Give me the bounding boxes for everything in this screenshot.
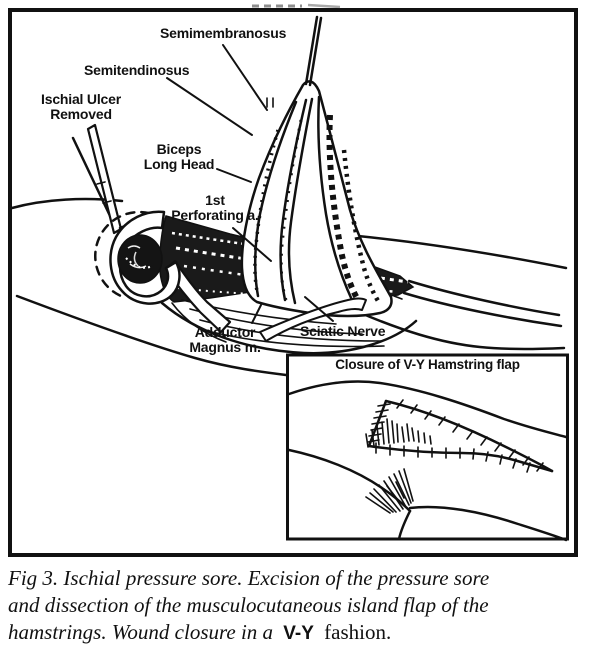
inset-suture-lines xyxy=(365,399,554,473)
label-perforating-line2: Perforating a. xyxy=(171,207,259,223)
ischial-ulcer-wound xyxy=(117,234,163,284)
figure-frame xyxy=(8,8,578,557)
label-first-perforating-artery: 1st Perforating a. xyxy=(156,193,274,223)
label-ischial-ulcer-line1: Ischial Ulcer xyxy=(41,91,121,107)
caption-line-1: Fig 3. Ischial pressure sore. Excision o… xyxy=(8,566,490,590)
caption-vy: V-Y xyxy=(283,623,314,644)
label-ischial-ulcer: Ischial Ulcer Removed xyxy=(35,92,127,122)
incision-dashed-line xyxy=(94,210,165,300)
body-contour-lines xyxy=(10,197,568,377)
label-biceps-line1: Biceps xyxy=(156,141,202,157)
inset-crease-hatching xyxy=(365,468,414,514)
label-adductor-line2: Magnus m. xyxy=(189,339,261,355)
inset-flap-hatching xyxy=(365,418,432,448)
label-semitendinosus: Semitendinosus xyxy=(84,62,190,78)
label-adductor-magnus: Adductor Magnus m. xyxy=(180,325,270,355)
inset-title: Closure of V-Y Hamstring flap xyxy=(335,357,520,372)
label-biceps-long-head: Biceps Long Head xyxy=(134,142,224,172)
label-sciatic-nerve: Sciatic Nerve xyxy=(300,323,386,339)
label-biceps-line2: Long Head xyxy=(143,156,215,172)
suture-string xyxy=(304,15,323,87)
caption-line-2: and dissection of the musculocutaneous i… xyxy=(8,593,489,617)
label-leader-lines xyxy=(166,44,334,324)
caption-line-3: hamstrings. Wound closure in a V-Y fashi… xyxy=(8,619,596,646)
hamstring-muscle-bundle xyxy=(240,15,393,318)
inset-closure-panel xyxy=(286,353,569,542)
label-semimembranosus: Semimembranosus xyxy=(160,25,287,41)
label-adductor-line1: Adductor xyxy=(194,324,256,340)
caption-line-3-italic: hamstrings. Wound closure in a xyxy=(8,620,274,644)
figure-caption: Fig 3. Ischial pressure sore. Excision o… xyxy=(8,565,596,646)
label-ischial-ulcer-line2: Removed xyxy=(50,106,112,122)
label-perforating-line1: 1st xyxy=(205,192,225,208)
caption-line-3-end: fashion. xyxy=(324,620,392,644)
